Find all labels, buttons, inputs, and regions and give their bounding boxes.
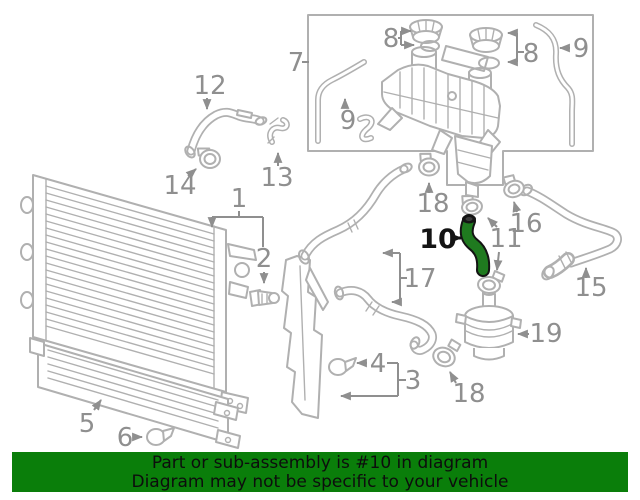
callout-9-right: 9 [558, 34, 590, 64]
hose-bracket-drawing [267, 117, 290, 145]
callout-10-label: 10 [419, 224, 457, 255]
callout-17: 17 [381, 248, 437, 307]
highlight-banner: Part or sub-assembly is #10 in diagram D… [12, 452, 628, 492]
callout-1-label: 1 [231, 184, 248, 214]
water-pump-drawing [455, 288, 522, 361]
callout-15-label: 15 [574, 273, 607, 303]
callout-18-top: 18 [416, 181, 450, 219]
coolant-reservoir-drawing [377, 46, 501, 198]
air-baffle-drawing [281, 255, 329, 419]
callout-2: 2 [256, 244, 273, 285]
callout-12-label: 12 [193, 71, 226, 101]
callout-7-label: 7 [288, 48, 305, 78]
clamp-11-bottom-drawing [477, 270, 506, 295]
callout-13-label: 13 [260, 163, 293, 193]
callout-9-right-label: 9 [573, 34, 590, 64]
callout-18-bottom-label: 18 [452, 379, 485, 409]
callout-18-top-label: 18 [416, 189, 449, 219]
callout-19: 19 [516, 319, 563, 349]
callout-11-label: 11 [489, 224, 522, 254]
upper-hose-drawing [184, 107, 268, 159]
callout-2-label: 2 [256, 244, 273, 274]
callout-4: 4 [355, 349, 398, 379]
drain-plug-drawing [249, 289, 280, 307]
clamp-16-drawing [502, 174, 525, 199]
hose-pair-drawing [297, 162, 437, 355]
upper-hose-clamp-drawing [196, 147, 221, 169]
radiator-drawing [20, 174, 257, 414]
callout-10-highlight: 10 [419, 224, 463, 255]
aux-clip-drawing [146, 427, 175, 446]
banner-line1: Part or sub-assembly is #10 in diagram [151, 453, 489, 473]
callout-5-label: 5 [79, 409, 96, 439]
callout-16: 16 [509, 200, 543, 239]
reservoir-cap-right-drawing [441, 27, 503, 72]
callout-14: 14 [163, 168, 197, 201]
callout-5: 5 [79, 399, 102, 439]
callout-8-right-label: 8 [523, 39, 540, 69]
callout-8-left: 8 [383, 24, 416, 54]
callout-3: 3 [339, 363, 422, 401]
clamp-11-top-drawing [461, 195, 483, 216]
outlet-hose-drawing [519, 183, 622, 281]
callout-15: 15 [574, 266, 608, 303]
baffle-clip-drawing [328, 357, 357, 376]
callout-11: 11 [487, 217, 523, 272]
callout-1: 1 [207, 184, 264, 247]
vent-hose-right-drawing [533, 22, 576, 147]
callout-13: 13 [260, 151, 294, 193]
callout-12: 12 [193, 71, 227, 111]
clamp-18-top-drawing [418, 152, 440, 177]
callout-19-label: 19 [529, 319, 562, 349]
callout-18-bottom: 18 [449, 371, 486, 409]
callout-6-label: 6 [117, 423, 134, 453]
banner-line2: Diagram may not be specific to your vehi… [131, 472, 509, 492]
callout-8-left-label: 8 [383, 24, 400, 54]
vent-hose-left-drawing [315, 59, 375, 144]
highlighted-hose-drawing [459, 214, 491, 277]
aux-radiator-drawing [29, 337, 241, 449]
clamp-18-bottom-drawing [432, 338, 462, 368]
callout-9-left: 9 [340, 97, 357, 136]
callout-17-label: 17 [403, 264, 436, 294]
callout-7: 7 [288, 48, 309, 78]
callout-4-label: 4 [370, 349, 387, 379]
callout-16-label: 16 [509, 209, 542, 239]
callout-9-left-label: 9 [340, 106, 357, 136]
callout-6: 6 [117, 423, 144, 453]
callout-14-label: 14 [163, 171, 196, 201]
callout-8-right: 8 [506, 28, 540, 69]
reservoir-box-outline [307, 14, 594, 186]
callout-3-label: 3 [405, 366, 422, 396]
